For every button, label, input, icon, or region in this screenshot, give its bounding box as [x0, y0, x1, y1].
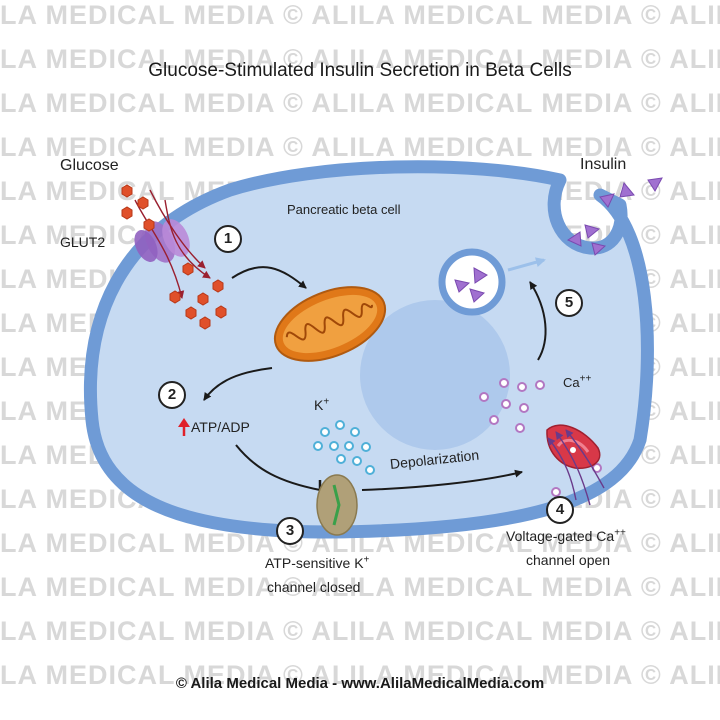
- step-3-badge: 3: [276, 517, 304, 545]
- watermark-row: LA MEDICAL MEDIA © ALILA MEDICAL MEDIA ©…: [0, 132, 720, 162]
- insulin-granule: [438, 248, 506, 316]
- katp-text: ATP-sensitive K: [265, 555, 364, 571]
- watermark-row: LA MEDICAL MEDIA © ALILA MEDICAL MEDIA ©…: [0, 660, 720, 690]
- calcium-symbol: Ca: [563, 375, 580, 390]
- watermark-row: LA MEDICAL MEDIA © ALILA MEDICAL MEDIA ©…: [0, 572, 720, 602]
- diagram-title: Glucose-Stimulated Insulin Secretion in …: [148, 60, 572, 81]
- glucose-transport-arrows: [134, 189, 211, 299]
- insulin-label: Insulin: [580, 156, 627, 173]
- insulin-molecules: [566, 177, 663, 256]
- step-4-badge: 4: [546, 496, 574, 524]
- potassium-label: K+: [314, 397, 329, 413]
- katp-channel: [316, 474, 358, 536]
- vgcc-label-line1: Voltage-gated Ca++: [506, 528, 626, 544]
- vgcc-text: Voltage-gated Ca: [506, 528, 615, 544]
- calcium-charge: ++: [579, 373, 592, 385]
- katp-channel-label-line2: channel closed: [267, 579, 361, 595]
- arrow-glucose-to-mitochondria: [231, 266, 307, 289]
- potassium-symbol: K: [314, 397, 324, 413]
- glucose-molecules-outside: [121, 184, 155, 232]
- step-1-badge: 1: [214, 225, 242, 253]
- up-arrow-icon: [178, 418, 190, 436]
- potassium-charge: +: [323, 396, 330, 408]
- arrow-mitochondria-to-atp: [203, 367, 273, 401]
- watermark-row: LA MEDICAL MEDIA © ALILA MEDICAL MEDIA ©…: [0, 616, 720, 646]
- mitochondria: [273, 286, 387, 362]
- glut2-label: GLUT2: [60, 234, 106, 250]
- step-5-badge: 5: [555, 289, 583, 317]
- secretion-arrow: [507, 257, 546, 272]
- nucleus: [360, 300, 510, 450]
- katp-channel-label-line1: ATP-sensitive K+: [265, 555, 369, 571]
- calcium-label: Ca++: [563, 373, 592, 390]
- vgcc-label-line2: channel open: [526, 552, 611, 568]
- arrow-calcium-to-secretion: [529, 281, 547, 361]
- watermark-row: LA MEDICAL MEDIA © ALILA MEDICAL MEDIA ©…: [0, 44, 720, 74]
- depolarization-arrow: [361, 469, 523, 491]
- glucose-molecules-inside: [169, 262, 227, 330]
- potassium-ions: [313, 420, 375, 475]
- watermark-row: LA MEDICAL MEDIA © ALILA MEDICAL MEDIA ©…: [0, 88, 720, 118]
- inhibition-line: [235, 444, 321, 491]
- katp-charge: +: [363, 554, 370, 566]
- watermark-row: LA MEDICAL MEDIA © ALILA MEDICAL MEDIA ©…: [0, 0, 720, 30]
- cell-label: Pancreatic beta cell: [287, 202, 401, 217]
- atp-adp-label: ATP/ADP: [191, 419, 250, 435]
- glucose-label: Glucose: [60, 157, 119, 174]
- step-2-badge: 2: [158, 381, 186, 409]
- copyright-footer: © Alila Medical Media - www.AlilaMedical…: [175, 675, 545, 692]
- calcium-influx-arrows: [547, 429, 605, 506]
- vgcc-charge: ++: [614, 527, 626, 539]
